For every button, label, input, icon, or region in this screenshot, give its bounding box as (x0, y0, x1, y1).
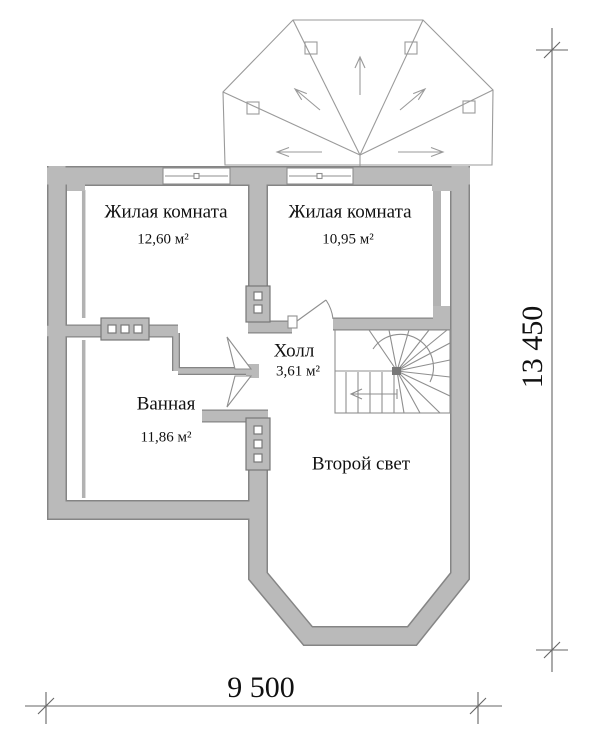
door-leaf-hall-lower (226, 375, 253, 408)
rooflight-icon (246, 41, 476, 115)
room-label-living1: Жилая комната (104, 201, 228, 223)
room-label-hall: Холл (273, 340, 315, 362)
room-label-second-light: Второй свет (311, 453, 411, 475)
stair-newel (392, 367, 401, 375)
staircase (334, 329, 451, 414)
window (162, 167, 354, 185)
roof-slope-arrow-left (275, 146, 322, 158)
room-area-bathroom: 11,86 м² (140, 429, 192, 446)
knee-wall-lines (67, 184, 452, 498)
dimension-line-right (536, 28, 568, 672)
roof-slope-arrow-up (354, 55, 366, 95)
ventilation-shaft (100, 285, 271, 471)
roof-slope-arrow-up-right (399, 87, 427, 111)
stair-direction-arrow (349, 388, 398, 400)
door-leaf-bedroom2 (287, 299, 334, 329)
dimension-width-label: 9 500 (227, 671, 295, 704)
dimension-line-bottom (25, 692, 502, 724)
room-area-living1: 12,60 м² (137, 231, 189, 248)
door-leaf-hall-upper (226, 336, 253, 370)
dimension-height-label: 13 450 (516, 305, 549, 389)
room-label-living2: Жилая комната (288, 201, 412, 223)
roof-slope-arrow-right (398, 146, 445, 158)
room-area-hall: 3,61 м² (276, 363, 320, 380)
roof-outline (222, 19, 494, 166)
roof-slope-arrow-up-left (293, 87, 321, 111)
room-label-bathroom: Ванная (136, 393, 196, 415)
room-area-living2: 10,95 м² (322, 231, 374, 248)
